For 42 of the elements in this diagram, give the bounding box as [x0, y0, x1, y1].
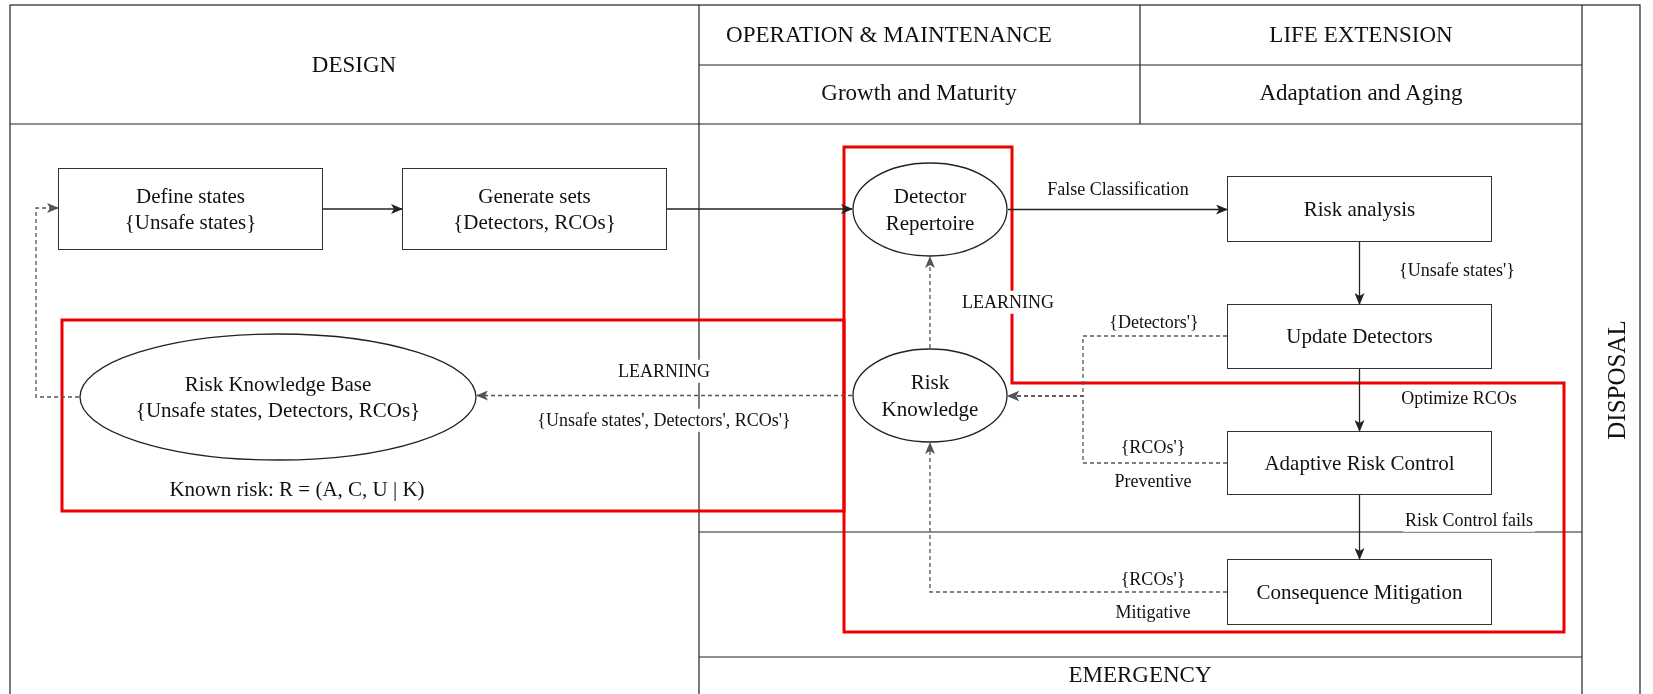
ellipse-node: [852, 162, 1008, 257]
phase-label: Growth and Maturity: [821, 78, 1017, 107]
arrow: [35, 203, 80, 398]
node-text: Adaptive Risk Control: [1263, 449, 1456, 477]
phase-label: EMERGENCY: [1068, 660, 1212, 689]
node-text: Risk Knowledge Base: [183, 370, 373, 397]
process-box: [58, 168, 323, 250]
process-box: [1227, 176, 1492, 242]
arrow: [322, 204, 403, 214]
arrow: [925, 256, 935, 349]
node-text: Risk Knowledge: [880, 369, 980, 422]
node-text: Detector Repertoire: [884, 183, 976, 236]
phase-label: OPERATION & MAINTENANCE: [726, 20, 1052, 49]
arrow: [925, 442, 1228, 593]
node-text: {Detectors, RCOs}: [452, 209, 617, 236]
process-box: [1227, 304, 1492, 369]
arrow: [1354, 368, 1365, 432]
node-text: Update Detectors: [1285, 323, 1434, 350]
arrow: [1007, 391, 1228, 464]
node-text: {Unsafe states, Detectors, RCOs}: [134, 397, 422, 424]
node-text: {Unsafe states}: [123, 209, 258, 236]
edge-label: LEARNING: [616, 359, 712, 383]
arrow: [1007, 204, 1228, 215]
process-box: [402, 168, 667, 250]
arrow: [476, 390, 853, 401]
phase-label: DISPOSAL: [1602, 320, 1632, 440]
node-caption: Known risk: R = (A, C, U | K): [169, 476, 425, 504]
ellipse-node: [852, 348, 1008, 443]
process-box: [1227, 431, 1492, 495]
arrow: [666, 204, 853, 214]
node-text: Define states: [134, 182, 246, 209]
phase-label: LIFE EXTENSION: [1269, 20, 1453, 49]
process-box: [1227, 559, 1492, 625]
arrow: [1354, 241, 1365, 305]
ellipse-node: [79, 333, 477, 461]
arrow: [1354, 494, 1365, 560]
phase-label: DESIGN: [311, 50, 397, 79]
node-text: Risk analysis: [1302, 195, 1417, 223]
node-text: Consequence Mitigation: [1255, 578, 1464, 606]
edge-label: LEARNING: [960, 290, 1056, 314]
node-text: Generate sets: [477, 182, 592, 209]
phase-label: Adaptation and Aging: [1259, 78, 1463, 107]
